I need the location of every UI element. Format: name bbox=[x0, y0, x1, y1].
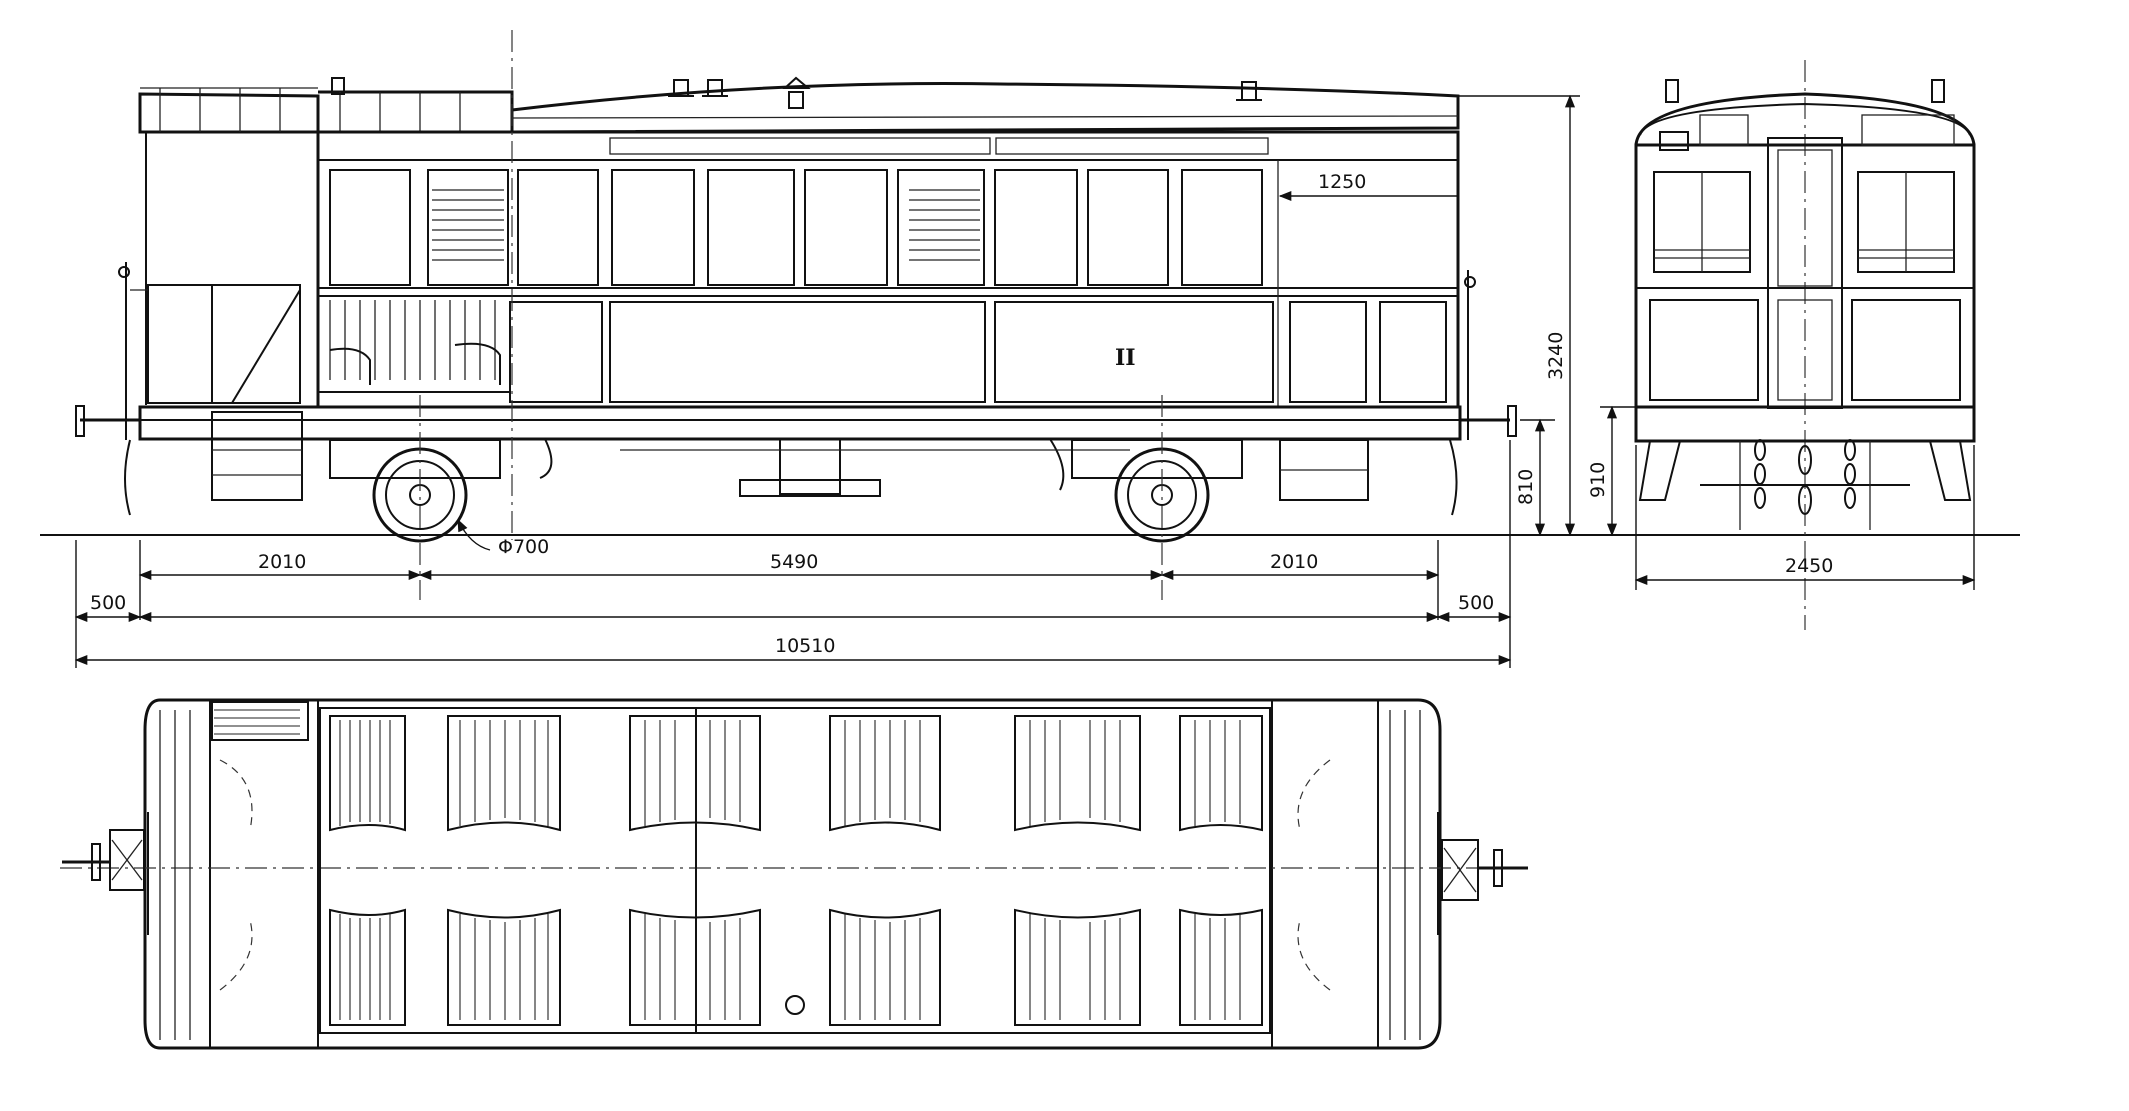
main-roof bbox=[510, 76, 1460, 134]
dim-buffer-height: 810 bbox=[1515, 469, 1537, 505]
roof-lamp bbox=[782, 76, 811, 109]
class-mark: II bbox=[1115, 345, 1136, 371]
coupler-chains bbox=[1739, 439, 1871, 530]
dim-height-total: 3240 bbox=[1545, 332, 1567, 380]
dim-right-overhang: 500 bbox=[1458, 592, 1494, 614]
dim-roof-overhang: 1250 bbox=[1318, 171, 1366, 193]
floor-hatch bbox=[785, 995, 805, 1015]
louvred-window bbox=[432, 189, 504, 261]
roof-vent bbox=[1236, 81, 1262, 101]
end-elevation: 2450 910 bbox=[1587, 60, 2020, 630]
platform-slats bbox=[159, 710, 1421, 1040]
dim-wheelbase: 5490 bbox=[770, 551, 818, 573]
dim-right-axle: 2010 bbox=[1270, 551, 1318, 573]
roof-vent bbox=[668, 79, 694, 97]
buffer-left bbox=[75, 405, 140, 516]
dim-wheel-diameter: Φ700 bbox=[498, 536, 549, 558]
seat-group bbox=[329, 715, 406, 1026]
side-dimensions: 2010 5490 2010 500 500 10510 Φ700 1250 3… bbox=[74, 94, 1580, 668]
brake-wheel-left bbox=[62, 829, 145, 891]
seat-group bbox=[629, 715, 761, 1026]
seat-group bbox=[829, 715, 941, 1026]
underframe bbox=[138, 270, 1476, 501]
seat-group bbox=[1014, 715, 1141, 1026]
dim-left-axle: 2010 bbox=[258, 551, 306, 573]
side-elevation: II bbox=[40, 30, 2020, 668]
wheelset-left bbox=[329, 395, 501, 600]
dim-width: 2450 bbox=[1785, 555, 1833, 577]
wheelset-right bbox=[1071, 395, 1243, 600]
brake-wheel-right bbox=[1441, 839, 1528, 901]
buffer-right bbox=[1449, 405, 1517, 516]
louvred-window bbox=[909, 189, 980, 261]
dim-floor-height: 910 bbox=[1587, 462, 1609, 498]
car-body: II bbox=[316, 130, 1460, 409]
dim-length-total: 10510 bbox=[775, 635, 835, 657]
seat-group bbox=[447, 715, 561, 1026]
seat-group bbox=[1179, 715, 1263, 1026]
upper-deck bbox=[318, 77, 514, 134]
open-compartment bbox=[318, 300, 510, 393]
hatched-area bbox=[214, 709, 300, 735]
plan-view bbox=[60, 698, 1528, 1050]
roof-vent bbox=[702, 79, 728, 97]
dim-left-overhang: 500 bbox=[90, 592, 126, 614]
